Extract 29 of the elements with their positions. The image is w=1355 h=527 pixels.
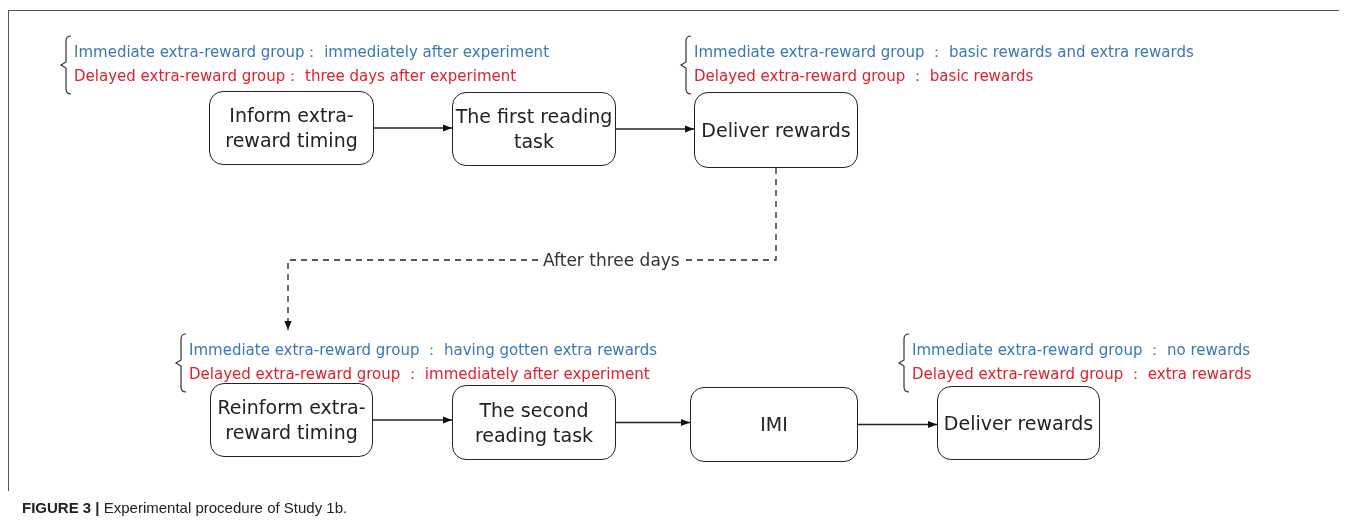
arrow bbox=[372, 416, 453, 424]
arrow bbox=[373, 124, 453, 132]
process-box bbox=[210, 383, 373, 457]
process-box bbox=[452, 92, 616, 166]
process-box bbox=[694, 92, 858, 168]
note-text: Delayed extra-reward group ： basic rewards bbox=[694, 66, 1034, 87]
arrow bbox=[857, 420, 938, 429]
note-text: Delayed extra-reward group： three days after experiment bbox=[74, 66, 517, 87]
box-label: Deliver rewards bbox=[701, 117, 851, 143]
box-label: Inform extra-reward timing bbox=[224, 103, 359, 153]
edge-label: After three days bbox=[540, 250, 683, 270]
process-box bbox=[452, 385, 616, 460]
figure-caption: FIGURE 3 | Experimental procedure of Study 1b. bbox=[22, 499, 348, 516]
note-text: Immediate extra-reward group ： having gotten extra rewards bbox=[189, 340, 658, 361]
note-text: Immediate extra-reward group ： basic rewards and extra rewards bbox=[694, 42, 1194, 63]
note-text: Delayed extra-reward group ： immediately after experiment bbox=[189, 364, 650, 385]
process-box bbox=[937, 386, 1100, 460]
note-text: Immediate extra-reward group： immediately after experiment bbox=[74, 42, 549, 63]
box-label: Deliver rewards bbox=[943, 410, 1094, 436]
box-label: Reinform extra-reward timing bbox=[216, 395, 367, 445]
box-label: The second reading task bbox=[473, 397, 595, 448]
note-text: Immediate extra-reward group ： no rewards bbox=[912, 340, 1251, 361]
process-box bbox=[690, 387, 858, 462]
arrow bbox=[615, 418, 691, 427]
box-label: IMI bbox=[760, 412, 788, 437]
process-box bbox=[209, 91, 374, 165]
note-text: Delayed extra-reward group ： extra rewards bbox=[912, 364, 1252, 385]
box-label: The first reading task bbox=[454, 104, 614, 154]
arrow bbox=[615, 125, 695, 133]
